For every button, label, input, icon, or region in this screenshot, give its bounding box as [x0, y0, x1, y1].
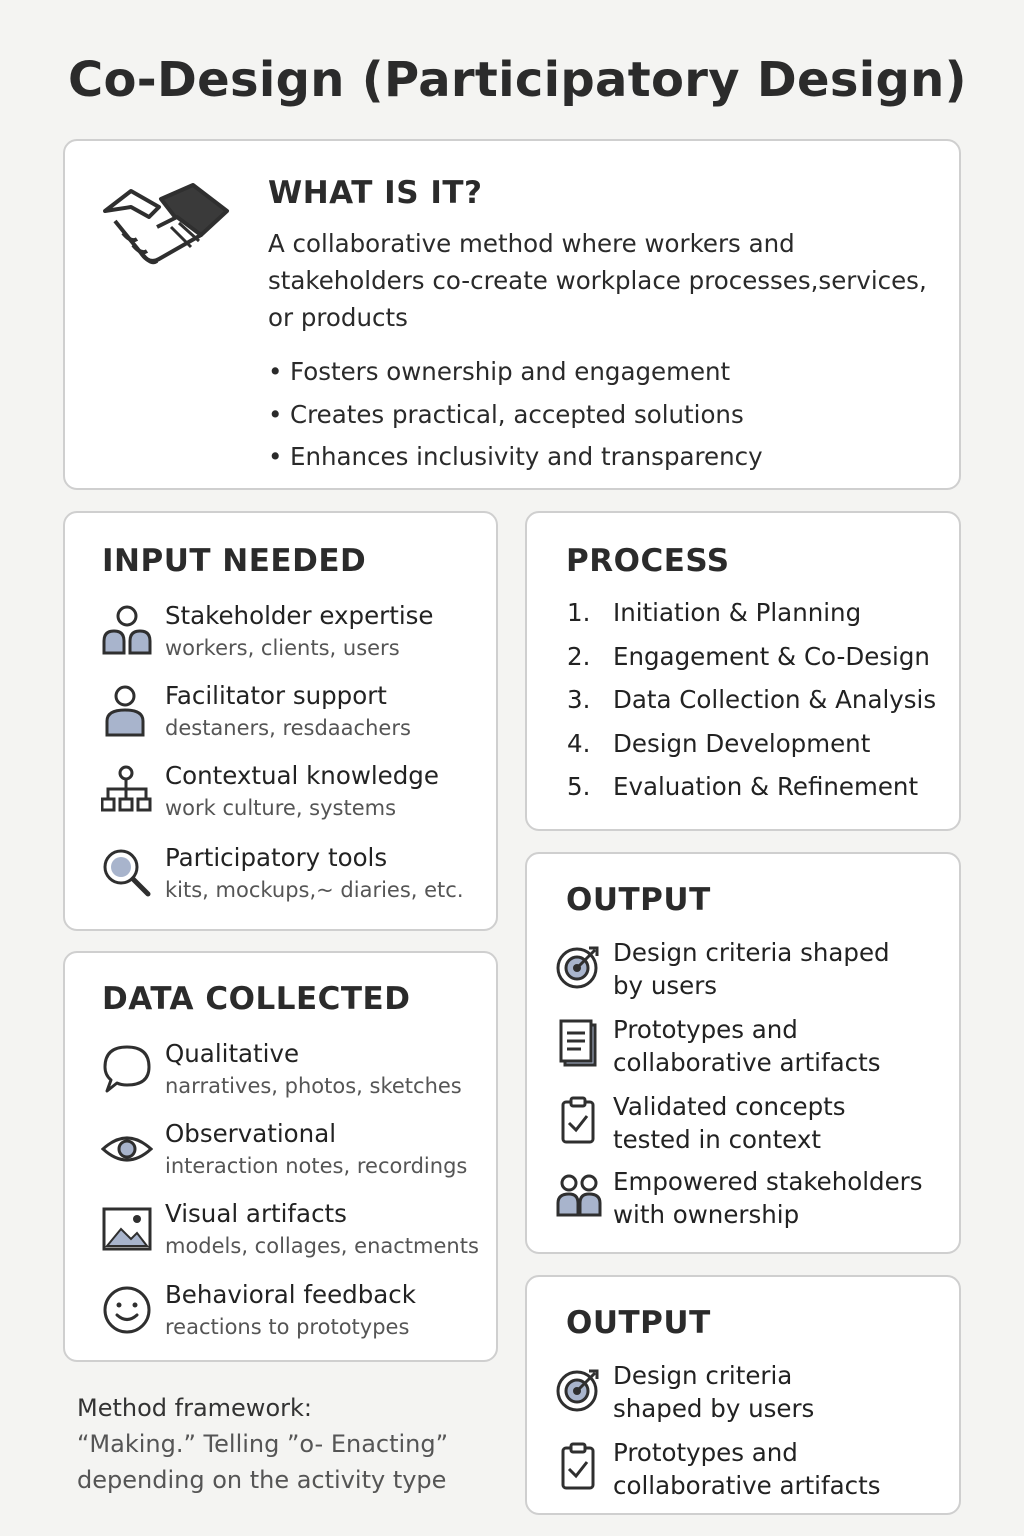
framework-line: Method framework:	[77, 1394, 312, 1422]
data-label: Behavioral feedback	[165, 1280, 416, 1309]
org-chart-icon	[101, 765, 152, 812]
smiley-icon	[103, 1286, 151, 1334]
eye-icon	[101, 1136, 153, 1162]
output-heading: OUTPUT	[566, 1305, 711, 1341]
process-step: 1.Initiation & Planning	[567, 598, 862, 627]
speech-bubble-icon	[103, 1045, 151, 1093]
data-detail: interaction notes, recordings	[165, 1154, 468, 1178]
process-step: 5.Evaluation & Refinement	[567, 772, 919, 801]
description-line: A collaborative method where workers and	[268, 229, 795, 258]
input-heading: INPUT NEEDED	[102, 543, 367, 579]
data-label: Qualitative	[165, 1039, 300, 1068]
target-icon	[556, 946, 599, 989]
image-icon	[102, 1207, 152, 1251]
data-label: Visual artifacts	[165, 1199, 347, 1228]
people-icon	[102, 605, 152, 655]
target-icon	[556, 1369, 599, 1412]
output-text: Design criteria shaped by users	[613, 938, 890, 1000]
clipboard-check-icon	[561, 1096, 595, 1144]
input-detail: workers, clients, users	[165, 636, 400, 660]
data-detail: models, collages, enactments	[165, 1234, 479, 1258]
process-heading: PROCESS	[566, 543, 730, 579]
process-card: PROCESS 1.Initiation & Planning 2.Engage…	[525, 511, 961, 831]
input-detail: kits, mockups,~ diaries, etc.	[165, 878, 464, 902]
output-text: Prototypes and collaborative artifacts	[613, 1438, 881, 1500]
data-label: Observational	[165, 1119, 337, 1148]
bullet-item: •Enhances inclusivity and transparency	[268, 442, 763, 471]
input-detail: work culture, systems	[165, 796, 397, 820]
page-title: Co-Design (Participatory Design)	[68, 52, 967, 108]
what-heading: WHAT IS IT?	[268, 175, 483, 211]
data-detail: reactions to prototypes	[165, 1315, 410, 1339]
input-label: Participatory tools	[165, 843, 388, 872]
person-icon	[105, 685, 145, 737]
output-heading: OUTPUT	[566, 882, 711, 918]
output-text: Design criteria shaped by users	[613, 1361, 815, 1423]
data-detail: narratives, photos, sketches	[165, 1074, 462, 1098]
what-is-it-card: WHAT IS IT? A collaborative method where…	[63, 139, 961, 490]
data-heading: DATA COLLECTED	[102, 981, 411, 1017]
output-card: OUTPUT Design criteria shaped by users P…	[525, 852, 961, 1254]
process-steps: 1.Initiation & Planning 2.Engagement & C…	[567, 591, 936, 809]
document-icon	[559, 1019, 597, 1067]
framework-line: depending on the activity type	[77, 1466, 447, 1494]
data-collected-card: DATA COLLECTED Qualitative narratives, p…	[63, 951, 498, 1362]
process-step: 4.Design Development	[567, 728, 871, 758]
description-line: or products	[268, 303, 408, 332]
bullet-item: •Creates practical, accepted solutions	[268, 399, 744, 429]
output-text: Empowered stakeholders with ownership	[613, 1167, 923, 1229]
input-needed-card: INPUT NEEDED Stakeholder expertise worke…	[63, 511, 498, 931]
framework-line: “Making.” Telling ”o- Enacting”	[77, 1430, 449, 1458]
handshake-icon	[103, 183, 229, 265]
output-text: Validated concepts tested in context	[613, 1092, 846, 1154]
output-text: Prototypes and collaborative artifacts	[613, 1015, 881, 1077]
bullet-item: •Fosters ownership and engagement	[268, 357, 731, 386]
process-step: 3.Data Collection & Analysis	[567, 685, 937, 714]
input-label: Contextual knowledge	[165, 761, 439, 790]
what-description: A collaborative method where workers and…	[268, 225, 938, 336]
clipboard-check-icon	[561, 1442, 595, 1490]
process-step: 2.Engagement & Co-Design	[567, 641, 930, 671]
group-icon	[556, 1174, 602, 1217]
method-framework-note: Method framework: “Making.” Telling ”o- …	[77, 1390, 448, 1498]
magnifier-icon	[103, 849, 151, 897]
input-detail: destaners, resdaachers	[165, 716, 411, 740]
input-label: Stakeholder expertise	[165, 601, 434, 630]
what-bullets: •Fosters ownership and engagement •Creat…	[268, 351, 763, 479]
input-label: Facilitator support	[165, 681, 387, 710]
description-line: stakeholders co-create workplace process…	[268, 266, 927, 295]
output-card-secondary: OUTPUT Design criteria shaped by users P…	[525, 1275, 961, 1515]
